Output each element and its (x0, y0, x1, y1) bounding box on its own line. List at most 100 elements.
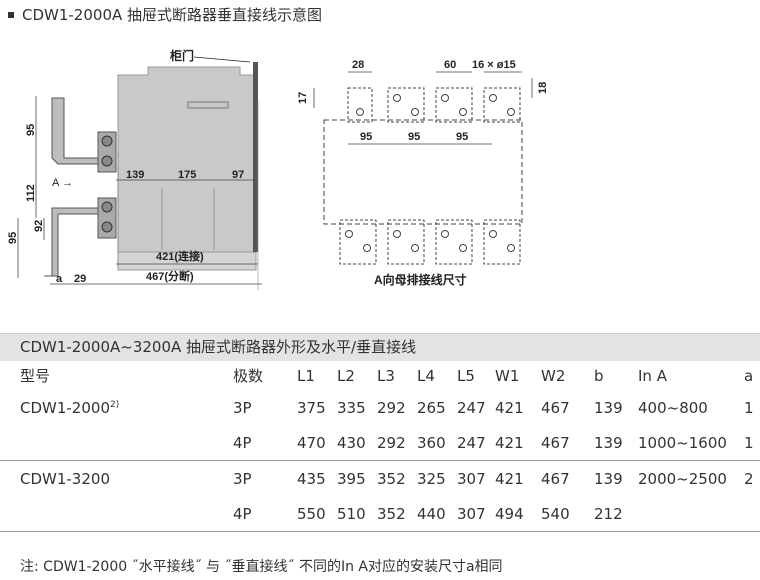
bolt-2 (101, 155, 113, 167)
busbar-caption: A向母排接线尺寸 (374, 272, 467, 287)
dim-28: 28 (352, 59, 364, 71)
header-cell: W1 (495, 366, 520, 385)
top-holes (356, 94, 515, 116)
table-cell: 494 (495, 496, 541, 532)
arrow-a-label: A (52, 177, 60, 189)
table-cell: 139 (594, 425, 638, 461)
header-cell: a (744, 366, 754, 385)
table-cell: 470 (297, 425, 337, 461)
table-cell: 467 (541, 469, 570, 488)
dim-467: 467(分断) (146, 269, 194, 283)
dim-95-1: 95 (360, 131, 372, 143)
bottom-connectors (339, 219, 521, 265)
table-cell: 2 (744, 469, 754, 488)
footnote-marker: 2) (110, 399, 120, 410)
table-cell: 4P (233, 425, 297, 461)
upper-busbar (51, 97, 101, 165)
header-cell: W2 (541, 366, 566, 385)
model-cell: CDW1-3200 (20, 469, 110, 488)
spec-table-title: CDW1-2000A~3200A 抽屉式断路器外形及水平/垂直接线 (0, 333, 760, 361)
dim-92: 92 (33, 220, 45, 232)
dim-97: 97 (232, 169, 244, 181)
cabinet-door (253, 62, 258, 252)
table-cell: 247 (457, 398, 486, 417)
table-cell: 3P (233, 398, 252, 417)
table-cell: 265 (417, 398, 446, 417)
dim-17: 17 (297, 92, 309, 104)
dim-a: a (56, 273, 63, 285)
table-cell: 325 (417, 469, 446, 488)
table-cell: 292 (377, 425, 417, 461)
dim-60: 60 (444, 59, 456, 71)
table-cell: 139 (594, 469, 623, 488)
table-cell: 395 (337, 469, 366, 488)
bolt-1 (101, 135, 113, 147)
table-cell: 440 (417, 496, 457, 532)
header-cell: b (594, 366, 604, 385)
table-row: CDW1-3200 3P 435 395 352 325 307 421 467… (0, 461, 760, 497)
table-cell: 1 (744, 398, 754, 417)
table-cell: 467 (541, 398, 570, 417)
table-cell: 307 (457, 496, 495, 532)
model-cell: CDW1-20002) (0, 390, 233, 425)
page-heading: CDW1-2000A 抽屉式断路器垂直接线示意图 (6, 4, 322, 25)
table-cell: 360 (417, 425, 457, 461)
table-cell: 421 (495, 398, 524, 417)
table-cell: 375 (297, 398, 326, 417)
bolt-4 (101, 221, 113, 233)
dim-holes: 16 × ø15 (472, 59, 516, 71)
display-window (187, 101, 229, 109)
header-cell: L3 (377, 366, 395, 385)
footnote: 注: CDW1-2000 ˝水平接线˝ 与 ˝垂直接线˝ 不同的In A对应的安… (20, 559, 503, 575)
dim-18: 18 (537, 82, 549, 94)
table-cell: 421 (495, 425, 541, 461)
breaker-outline (323, 119, 523, 225)
header-cell: 极数 (233, 367, 264, 385)
table-cell: 467 (541, 425, 594, 461)
table-cell: 550 (297, 496, 337, 532)
table-row: CDW1-20002) 3P 375 335 292 265 247 421 4… (0, 390, 760, 425)
top-connectors (347, 87, 521, 123)
table-cell: 2000~2500 (638, 469, 727, 488)
header-cell: L2 (337, 366, 355, 385)
bolt-3 (101, 201, 113, 213)
table-cell: 292 (377, 398, 406, 417)
dim-29: 29 (74, 273, 86, 285)
header-cell: In A (638, 366, 667, 385)
dim-95-bottom: 95 (7, 232, 19, 244)
bottom-holes (345, 230, 515, 252)
table-cell: 430 (337, 425, 377, 461)
spec-section: CDW1-2000A~3200A 抽屉式断路器外形及水平/垂直接线 型号 极数 … (0, 333, 760, 532)
table-cell: 435 (297, 469, 326, 488)
lower-busbar (44, 207, 101, 277)
dim-175: 175 (178, 169, 196, 181)
table-cell: 421 (495, 469, 524, 488)
dim-95-3: 95 (456, 131, 468, 143)
table-cell: 3P (233, 469, 252, 488)
dim-95-top: 95 (25, 124, 37, 136)
table-header-row: 型号 极数 L1 L2 L3 L4 L5 W1 W2 b In A a (0, 361, 760, 390)
table-cell: 4P (233, 496, 297, 532)
model-cell (0, 496, 233, 532)
model-name: CDW1-2000 (20, 398, 110, 417)
header-cell: L4 (417, 366, 435, 385)
table-cell: 1000~1600 (638, 425, 744, 461)
spec-table: 型号 极数 L1 L2 L3 L4 L5 W1 W2 b In A a CDW1… (0, 361, 760, 532)
cabinet-body (117, 66, 257, 253)
table-cell: 352 (377, 496, 417, 532)
door-label: 柜门 (169, 48, 194, 63)
dim-95-2: 95 (408, 131, 420, 143)
dim-139: 139 (126, 169, 144, 181)
dim-421: 421(连接) (156, 249, 204, 263)
table-cell (638, 496, 744, 532)
dim-112: 112 (25, 184, 37, 202)
header-cell: L5 (457, 366, 475, 385)
table-cell: 400~800 (638, 398, 708, 417)
table-cell: 540 (541, 496, 594, 532)
table-row: 4P 550 510 352 440 307 494 540 212 (0, 496, 760, 532)
table-cell (744, 496, 760, 532)
table-cell: 352 (377, 469, 406, 488)
bullet-icon (8, 11, 14, 18)
header-cell: 型号 (20, 367, 51, 385)
header-cell: L1 (297, 366, 315, 385)
